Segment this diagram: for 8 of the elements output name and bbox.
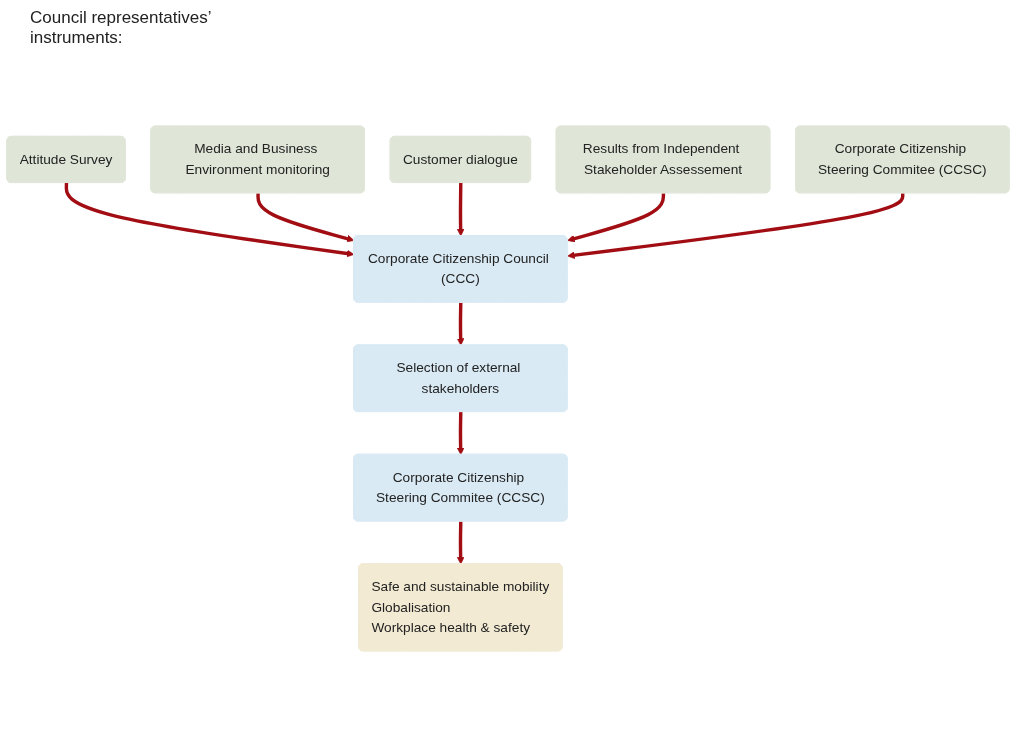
arrow xyxy=(456,411,465,456)
arrow xyxy=(456,521,465,565)
arrow xyxy=(64,182,355,258)
arrow xyxy=(256,193,355,243)
arrow xyxy=(456,182,465,237)
note-text: Council representatives’ instruments: xyxy=(30,8,212,48)
arrow xyxy=(456,302,465,346)
arrow xyxy=(567,193,666,243)
